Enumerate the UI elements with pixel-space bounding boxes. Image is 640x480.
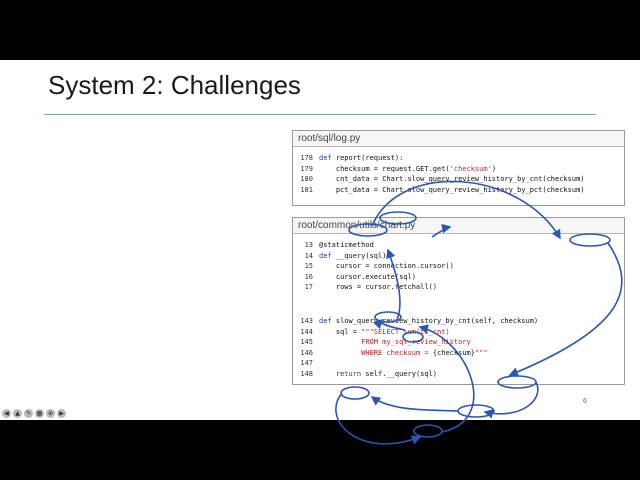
line-number: 178 xyxy=(300,154,313,162)
code-token: FROM my_sql_review_history xyxy=(361,338,471,346)
code-line: 16 cursor.execute(sql) xyxy=(299,272,454,283)
line-number: 14 xyxy=(304,251,313,260)
code-token: """SELECT sum(ts_cnt) xyxy=(361,327,450,336)
code-token: WHERE checksum = xyxy=(361,348,433,357)
code-token: {checksum} xyxy=(432,348,475,357)
code-token: cursor.execute(sql) xyxy=(319,272,416,281)
pointer-icon[interactable]: ▲ xyxy=(13,408,22,418)
line-number: 146 xyxy=(300,348,313,357)
code-line: 178 def report(request): xyxy=(299,153,585,164)
code-line: 143 def slow_query_review_history_by_cnt(… xyxy=(299,316,538,327)
code-line: 14 def __query(sql): xyxy=(299,251,454,262)
code-token xyxy=(319,349,361,357)
zoom-icon[interactable]: ⊕ xyxy=(46,408,55,418)
line-number: 179 xyxy=(300,164,313,173)
code-token: checksum = request.GET.get( xyxy=(319,164,450,173)
slides-grid-icon[interactable]: ▦ xyxy=(35,408,44,418)
code-token: cursor = connection.cursor() xyxy=(319,262,454,270)
code-block: 143 def slow_query_review_history_by_cnt(… xyxy=(299,316,538,379)
code-token: slow_query_review_history_by_cnt(self, c… xyxy=(335,317,539,325)
code-line: 148 return self.__query(sql) xyxy=(299,369,538,380)
code-line: 146 WHERE checksum = {checksum}""" xyxy=(299,348,538,359)
highlight-circle xyxy=(413,424,443,438)
code-line: 181 pct_data = Chart.slow_query_review_h… xyxy=(299,185,585,196)
code-panel-chart: root/common/utils/chart.py 13 @staticmeth… xyxy=(292,217,625,385)
title-divider xyxy=(44,114,596,115)
code-panel-path: root/common/utils/chart.py xyxy=(293,218,624,234)
code-token: rows = cursor.fetchall() xyxy=(319,283,438,291)
code-token xyxy=(319,370,336,378)
code-token: @staticmethod xyxy=(319,241,374,249)
line-number: 145 xyxy=(300,338,313,346)
code-token: """ xyxy=(474,348,488,357)
slideshow-controls: ◀▲✎▦⊕▶ xyxy=(0,407,66,419)
slide-title: System 2: Challenges xyxy=(48,70,301,100)
line-number: 180 xyxy=(300,175,313,183)
code-block: 178 def report(request): 179 checksum = re… xyxy=(299,153,585,196)
code-panel-path: root/sql/log.py xyxy=(293,131,624,147)
code-line: 13 @staticmethod xyxy=(299,240,454,251)
code-line: 15 cursor = connection.cursor() xyxy=(299,261,454,272)
line-number: 13 xyxy=(304,241,313,249)
line-number: 16 xyxy=(304,272,313,281)
line-number: 144 xyxy=(300,327,313,336)
line-number: 147 xyxy=(300,359,313,367)
pen-icon[interactable]: ✎ xyxy=(24,408,33,418)
code-token: self.__query(sql) xyxy=(365,369,438,378)
line-number: 148 xyxy=(300,369,313,378)
code-token: def xyxy=(319,154,336,162)
code-token: report(request): xyxy=(335,154,404,162)
code-token: return xyxy=(335,369,366,378)
code-token: pct_data = Chart.slow_query_review_histo… xyxy=(319,185,585,194)
code-token: 'checksum' xyxy=(449,164,492,173)
next-slide-icon[interactable]: ▶ xyxy=(57,408,66,418)
line-number: 143 xyxy=(300,317,313,325)
code-line: 17 rows = cursor.fetchall() xyxy=(299,282,454,293)
code-token: def xyxy=(319,251,336,260)
prev-slide-icon[interactable]: ◀ xyxy=(2,408,11,418)
code-line: 180 cnt_data = Chart.slow_query_review_h… xyxy=(299,174,585,185)
code-token: ) xyxy=(491,164,497,173)
code-line: 144 sql = """SELECT sum(ts_cnt) xyxy=(299,327,538,338)
code-token: __query(sql): xyxy=(335,251,391,260)
line-number: 17 xyxy=(304,283,313,291)
code-token: cnt_data = Chart.slow_query_review_histo… xyxy=(319,175,585,183)
code-line: 179 checksum = request.GET.get('checksum… xyxy=(299,164,585,175)
code-token xyxy=(319,338,361,346)
line-number: 15 xyxy=(304,262,313,270)
slide: System 2: Challenges root/sql/log.py 178… xyxy=(0,60,640,420)
code-token: sql = xyxy=(319,327,362,336)
line-number: 181 xyxy=(300,185,313,194)
code-token: def xyxy=(319,317,336,325)
page-number: 6 xyxy=(583,398,587,405)
code-line: 147 xyxy=(299,358,538,369)
code-line: 145 FROM my_sql_review_history xyxy=(299,337,538,348)
